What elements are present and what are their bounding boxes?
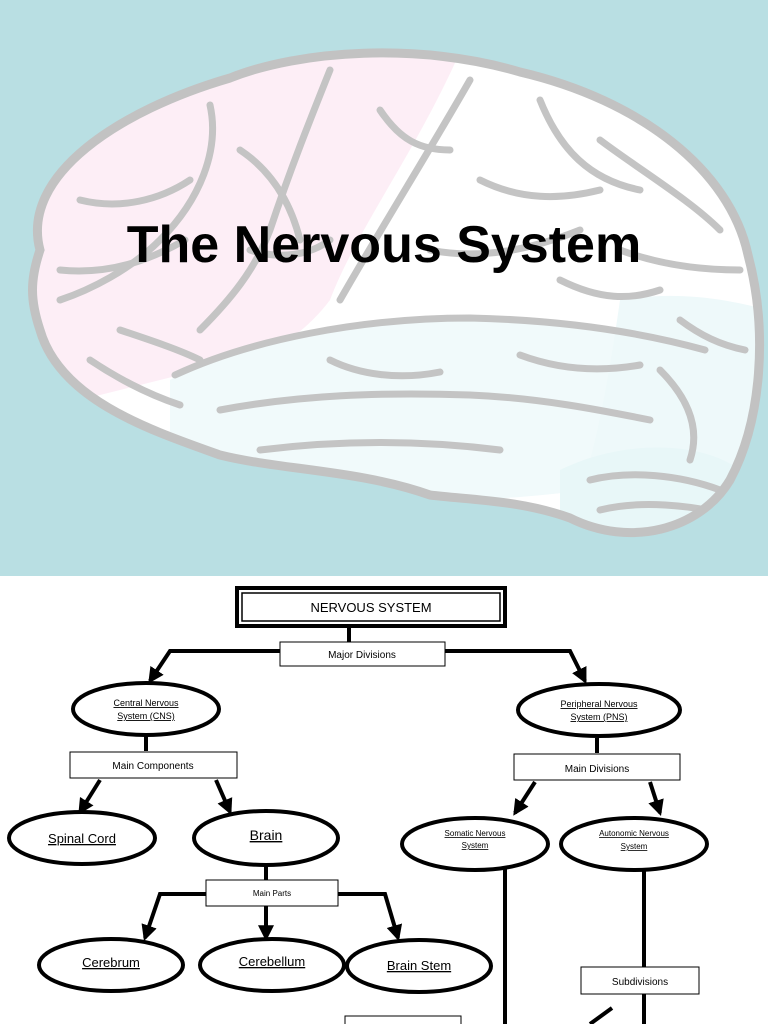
temporal-lobe <box>170 319 720 500</box>
pns-label-line2: System (PNS) <box>570 712 627 722</box>
autonomic-node: Autonomic Nervous System <box>559 816 709 872</box>
cns-label-line2: System (CNS) <box>117 711 175 721</box>
cerebrum-label: Cerebrum <box>82 955 140 970</box>
main-parts-label: Main Parts <box>253 889 291 898</box>
flowchart-slide: NERVOUS SYSTEM Major Divisions Central N… <box>0 576 768 1024</box>
pns-label-line1: Peripheral Nervous <box>560 699 638 709</box>
brain-label: Brain <box>250 827 283 843</box>
root-node-label: NERVOUS SYSTEM <box>310 600 431 615</box>
flowchart-connectors <box>78 626 664 1024</box>
main-divisions-box: Main Divisions <box>513 753 681 781</box>
subdivisions-label: Subdivisions <box>612 977 668 988</box>
spinal-cord-label: Spinal Cord <box>48 831 116 846</box>
spinal-cord-node: Spinal Cord <box>7 810 157 866</box>
cerebellum-node: Cerebellum <box>198 937 346 993</box>
cns-label-line1: Central Nervous <box>113 698 179 708</box>
autonomic-label-line2: System <box>621 842 648 851</box>
cropped-box <box>344 1015 462 1024</box>
slide-title: The Nervous System <box>127 216 641 274</box>
main-parts-box: Main Parts <box>205 879 339 907</box>
subdivisions-box: Subdivisions <box>580 966 700 995</box>
brain-illustration <box>28 48 765 538</box>
somatic-label-line2: System <box>462 841 489 850</box>
brain-node: Brain <box>192 809 340 867</box>
title-slide: The Nervous System <box>0 0 768 576</box>
somatic-label-line1: Somatic Nervous <box>445 829 506 838</box>
main-divisions-label: Main Divisions <box>565 764 629 775</box>
pns-node: Peripheral Nervous System (PNS) <box>516 682 682 738</box>
autonomic-label-line1: Autonomic Nervous <box>599 829 669 838</box>
root-node: NERVOUS SYSTEM <box>235 586 507 628</box>
main-components-box: Main Components <box>69 751 238 779</box>
cns-node: Central Nervous System (CNS) <box>71 681 221 737</box>
brain-stem-node: Brain Stem <box>345 938 493 994</box>
main-components-label: Main Components <box>112 761 193 772</box>
cerebellum-label: Cerebellum <box>239 954 305 969</box>
cerebrum-node: Cerebrum <box>37 937 185 993</box>
somatic-node: Somatic Nervous System <box>400 816 550 872</box>
major-divisions-box: Major Divisions <box>279 641 446 667</box>
major-divisions-label: Major Divisions <box>328 650 396 661</box>
brain-stem-label: Brain Stem <box>387 958 451 973</box>
